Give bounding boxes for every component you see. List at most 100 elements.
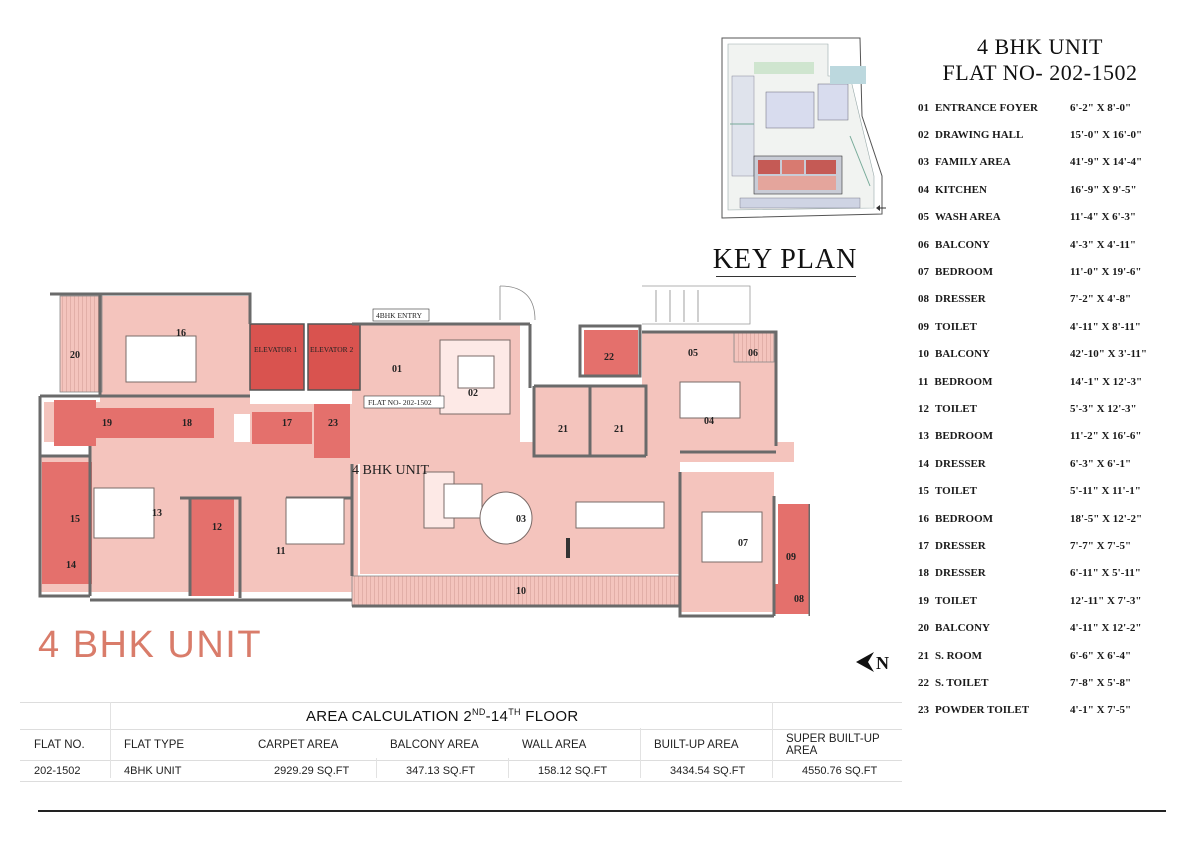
room-dimensions: 18'-5" X 12'-2" bbox=[1070, 512, 1143, 525]
room-number-label: 01 bbox=[392, 364, 402, 375]
unit-title-line1: 4 BHK UNIT bbox=[977, 34, 1103, 59]
room-title: S. ROOM bbox=[935, 649, 983, 662]
room-dimensions: 6'-3" X 6'-1" bbox=[1070, 457, 1132, 470]
room-dimensions: 7'-8" X 5'-8" bbox=[1070, 676, 1132, 689]
room-dimensions: 4'-11" X 12'-2" bbox=[1070, 622, 1142, 635]
elevator-1-label: ELEVATOR 1 bbox=[254, 345, 298, 354]
area-value-cell: 202-1502 bbox=[34, 765, 81, 777]
room-title: KITCHEN bbox=[935, 183, 987, 196]
floor-plan-furniture bbox=[93, 335, 763, 563]
room-dimensions: 4'-3" X 4'-11" bbox=[1070, 238, 1136, 251]
room-title: DRESSER bbox=[935, 457, 986, 470]
floor-plan-wet-areas bbox=[42, 323, 810, 614]
room-dimensions: 16'-9" X 9'-5" bbox=[1070, 183, 1137, 196]
flat-label: FLAT NO- 202-1502 bbox=[368, 398, 432, 407]
room-number: 17 bbox=[918, 539, 929, 552]
floor-plan-balconies bbox=[59, 295, 775, 607]
room-number: 15 bbox=[918, 485, 929, 498]
key-plan-label: KEY PLAN bbox=[712, 244, 858, 275]
room-number-label: 06 bbox=[748, 348, 758, 359]
room-number: 11 bbox=[918, 375, 929, 388]
room-dimensions: 11'-0" X 19'-6" bbox=[1070, 266, 1142, 279]
area-value-cell: 3434.54 SQ.FT bbox=[670, 765, 746, 777]
room-number: 07 bbox=[918, 266, 929, 279]
room-number-label: 09 bbox=[786, 552, 796, 563]
room-name: 15 TOILET bbox=[918, 485, 1070, 497]
room-title: DRAWING HALL bbox=[935, 129, 1024, 142]
entry-label: 4BHK ENTRY bbox=[376, 311, 423, 320]
elevator-2-label: ELEVATOR 2 bbox=[310, 345, 354, 354]
room-title: WASH AREA bbox=[935, 211, 1001, 224]
room-number: 06 bbox=[918, 238, 929, 251]
room-dimensions: 4'-1" X 7'-5" bbox=[1070, 704, 1132, 717]
area-header-cell: FLAT NO. bbox=[34, 739, 85, 751]
floor-plan-drawing: 4BHK ENTRY FLAT NO- 202-1502 ELEVATOR 1 … bbox=[38, 285, 810, 618]
room-dimensions: 7'-7" X 7'-5" bbox=[1070, 539, 1132, 552]
unit-title-line2: FLAT NO- 202-1502 bbox=[942, 60, 1138, 85]
room-title: DRESSER bbox=[935, 293, 986, 306]
room-number: 20 bbox=[918, 622, 929, 635]
room-dimensions: 11'-4" X 6'-3" bbox=[1070, 211, 1136, 224]
room-title: TOILET bbox=[935, 485, 977, 498]
floor-plan-labels: 4BHK ENTRY FLAT NO- 202-1502 ELEVATOR 1 … bbox=[254, 308, 445, 478]
key-plan-drawing bbox=[721, 37, 886, 219]
room-dimensions: 41'-9" X 14'-4" bbox=[1070, 156, 1143, 169]
room-number-label: 21 bbox=[558, 424, 568, 435]
floor-plan-walls bbox=[38, 292, 810, 618]
area-calculation-table: AREA CALCULATION 2ND-14TH FLOOR FLAT NO.… bbox=[20, 702, 902, 782]
room-dimensions: 5'-11" X 11'-1" bbox=[1070, 485, 1141, 498]
room-dimensions: 12'-11" X 7'-3" bbox=[1070, 594, 1142, 607]
north-arrow-icon: N bbox=[856, 652, 889, 673]
area-value-cell: 347.13 SQ.FT bbox=[406, 765, 476, 777]
room-title: TOILET bbox=[935, 402, 977, 415]
room-title: BALCONY bbox=[935, 622, 991, 635]
room-dimensions: 5'-3" X 12'-3" bbox=[1070, 402, 1137, 415]
unit-title: 4 BHK UNIT FLAT NO- 202-1502 bbox=[900, 34, 1180, 86]
room-dimensions: 15'-0" X 16'-0" bbox=[1070, 129, 1143, 142]
room-number: 18 bbox=[918, 567, 929, 580]
area-header-cell: BUILT-UP AREA bbox=[654, 739, 739, 751]
area-header-cell: BALCONY AREA bbox=[390, 739, 479, 751]
room-number: 09 bbox=[918, 320, 929, 333]
room-number-label: 14 bbox=[66, 560, 76, 571]
room-number-label: 12 bbox=[212, 522, 222, 533]
room-title: BEDROOM bbox=[935, 430, 994, 443]
key-plan-entry-arrow bbox=[876, 205, 886, 211]
room-title: BEDROOM bbox=[934, 375, 993, 388]
room-number: 19 bbox=[918, 594, 929, 607]
area-header-cell: SUPER BUILT-UP AREA bbox=[786, 733, 880, 757]
room-dimensions: 6'-11" X 5'-11" bbox=[1070, 567, 1141, 580]
room-title: ENTRANCE FOYER bbox=[935, 101, 1038, 114]
room-number-label: 21 bbox=[614, 424, 624, 435]
room-number-label: 16 bbox=[176, 328, 186, 339]
unit-label-center: 4 BHK UNIT bbox=[352, 463, 429, 478]
room-dimensions: 4'-11" X 8'-11" bbox=[1070, 320, 1141, 333]
room-number-label: 15 bbox=[70, 514, 80, 525]
area-calc-header: AREA CALCULATION 2ND-14TH FLOOR bbox=[20, 702, 902, 730]
area-header-cell: FLAT TYPE bbox=[124, 739, 185, 751]
